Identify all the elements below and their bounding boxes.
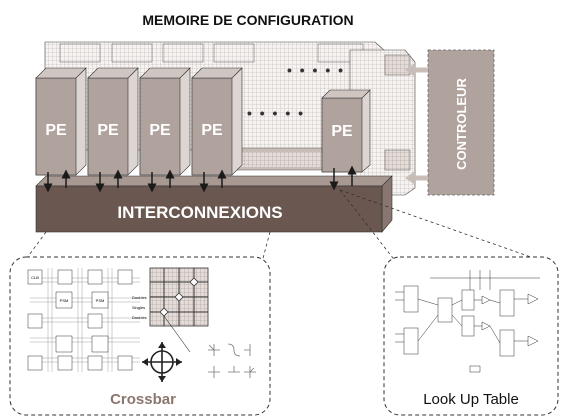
pe-block: PE: [321, 89, 371, 173]
clb-psm-grid: CLB PSM PSM Doubles Singles Doubles: [27, 268, 147, 372]
controller-arrows: [405, 64, 428, 184]
switch-symbol: [142, 342, 182, 382]
interconnect-bar: INTERCONNEXIONS: [35, 175, 393, 233]
pe-block: PE: [139, 67, 191, 176]
ellipsis-middle: • • • • •: [247, 105, 305, 121]
pe-block: PE: [191, 67, 243, 176]
switch-matrix: [149, 267, 209, 353]
lut-caption: Look Up Table: [423, 391, 519, 408]
ellipsis-top: • • • • •: [287, 62, 345, 78]
line-label-singles: Singles: [132, 305, 145, 310]
switch-patterns: [208, 343, 256, 378]
pe-label: PE: [97, 122, 119, 139]
pe-label: PE: [331, 123, 353, 140]
psm-label: PSM: [60, 298, 69, 303]
interconnect-label: INTERCONNEXIONS: [117, 203, 282, 222]
controller-box: CONTROLEUR: [427, 49, 495, 196]
switch-symbol-arrows: [142, 342, 182, 382]
line-label-doubles: Doubles: [132, 295, 147, 300]
pe-bus-arrows: [43, 165, 357, 193]
crossbar-caption: Crossbar: [110, 391, 176, 408]
controller-label: CONTROLEUR: [454, 78, 469, 170]
pe-block: PE: [35, 67, 87, 176]
lut-panel: Look Up Table: [383, 256, 559, 416]
pe-label: PE: [45, 122, 67, 139]
pe-label: PE: [201, 122, 223, 139]
diagram-title: MEMOIRE DE CONFIGURATION: [142, 12, 353, 28]
crossbar-panel: CLB PSM PSM Doubles Singles Doubles: [9, 256, 271, 416]
lut-schematic: [395, 270, 540, 373]
line-label-doubles-2: Doubles: [132, 315, 147, 320]
pe-block: PE: [87, 67, 139, 176]
psm-label: PSM: [96, 298, 105, 303]
clb-label: CLB: [31, 275, 39, 280]
pe-label: PE: [149, 122, 171, 139]
